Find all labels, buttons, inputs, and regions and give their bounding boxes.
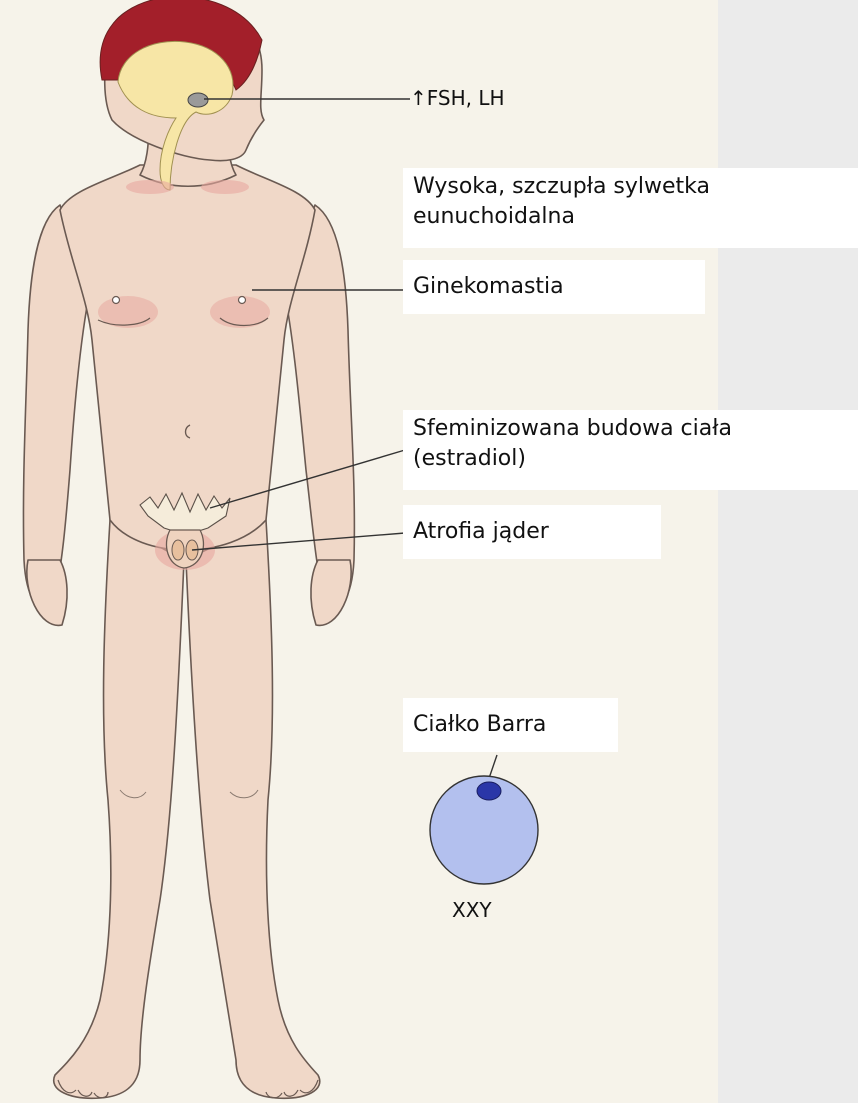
gynecomastia-label: Ginekomastia [403,260,705,314]
feminized-label-line1: Sfeminizowana budowa ciała [413,414,848,444]
barr-body-label: Ciałko Barra [403,698,618,752]
right-nipple [239,297,246,304]
feminized-label-line2: (estradiol) [413,444,848,474]
left-nipple [113,297,120,304]
hormones-label: ↑FSH, LH [410,86,505,110]
feminized-label: Sfeminizowana budowa ciała (estradiol) [403,410,858,490]
karyotype-label: XXY [452,898,492,922]
pituitary-gland [188,93,208,107]
neck-blush-right [201,180,249,194]
stature-label: Wysoka, szczupła sylwetka eunuchoidalna [403,168,858,248]
right-hand [311,560,351,625]
left-leg [54,520,184,1098]
torso [60,165,315,550]
neck-blush [126,180,174,194]
barr-body-label-text: Ciałko Barra [413,712,546,737]
testicular-atrophy-label-text: Atrofia jąder [413,519,549,544]
testicular-atrophy-label: Atrofia jąder [403,505,661,559]
gynecomastia-label-text: Ginekomastia [413,274,564,299]
left-hand [27,560,67,625]
stature-label-line1: Wysoka, szczupła sylwetka [413,172,848,202]
right-leg [186,520,320,1098]
barr-body [477,782,501,800]
stature-label-line2: eunuchoidalna [413,202,848,232]
